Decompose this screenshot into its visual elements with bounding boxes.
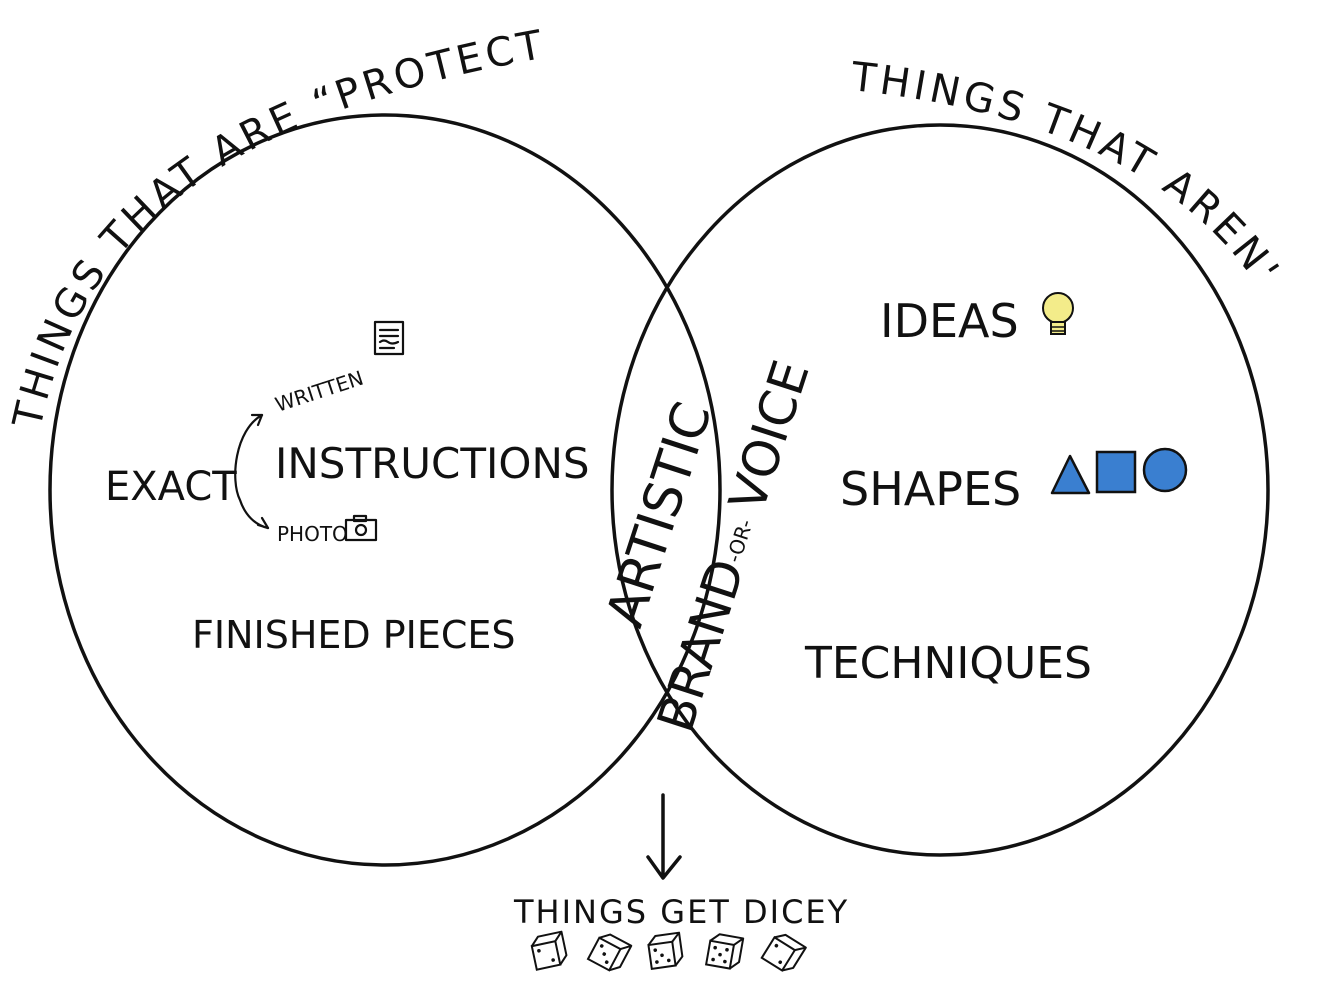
- circle-icon: [1142, 447, 1188, 493]
- ideas-text: IDEAS: [880, 294, 1019, 348]
- callout-arrow: [646, 793, 682, 880]
- die-icon: [530, 930, 568, 971]
- arrow-down-head: [256, 516, 270, 530]
- right-circle: [610, 123, 1270, 857]
- left-circle: [48, 113, 722, 867]
- things-get-dicey-text: THINGS GET DICEY: [513, 893, 849, 931]
- square-icon: [1095, 450, 1137, 494]
- left-set-label: THINGS THAT ARE “PROTECTED”: [0, 0, 550, 433]
- dice-row: [530, 930, 807, 972]
- lightbulb-icon: [1042, 292, 1074, 335]
- or-text: -OR-: [721, 516, 757, 565]
- instructions-text: INSTRUCTIONS: [275, 439, 590, 488]
- branch-arc: [234, 413, 270, 530]
- arrow-up-head: [250, 413, 264, 427]
- shapes-text: SHAPES: [840, 462, 1021, 516]
- triangle-icon: [1050, 454, 1091, 495]
- camera-icon: [344, 514, 378, 542]
- die-icon: [647, 931, 684, 970]
- techniques-text: TECHNIQUES: [804, 638, 1092, 689]
- die-icon: [586, 933, 633, 972]
- written-label: WRITTEN: [272, 366, 366, 417]
- document-icon: [373, 320, 405, 356]
- die-icon: [704, 933, 745, 970]
- finished-pieces-text: FINISHED PIECES: [192, 613, 516, 657]
- voice-text: VOICE: [718, 354, 821, 518]
- die-icon: [760, 933, 807, 972]
- photo-label: PHOTO: [277, 522, 348, 546]
- exact-text: EXACT: [105, 464, 237, 510]
